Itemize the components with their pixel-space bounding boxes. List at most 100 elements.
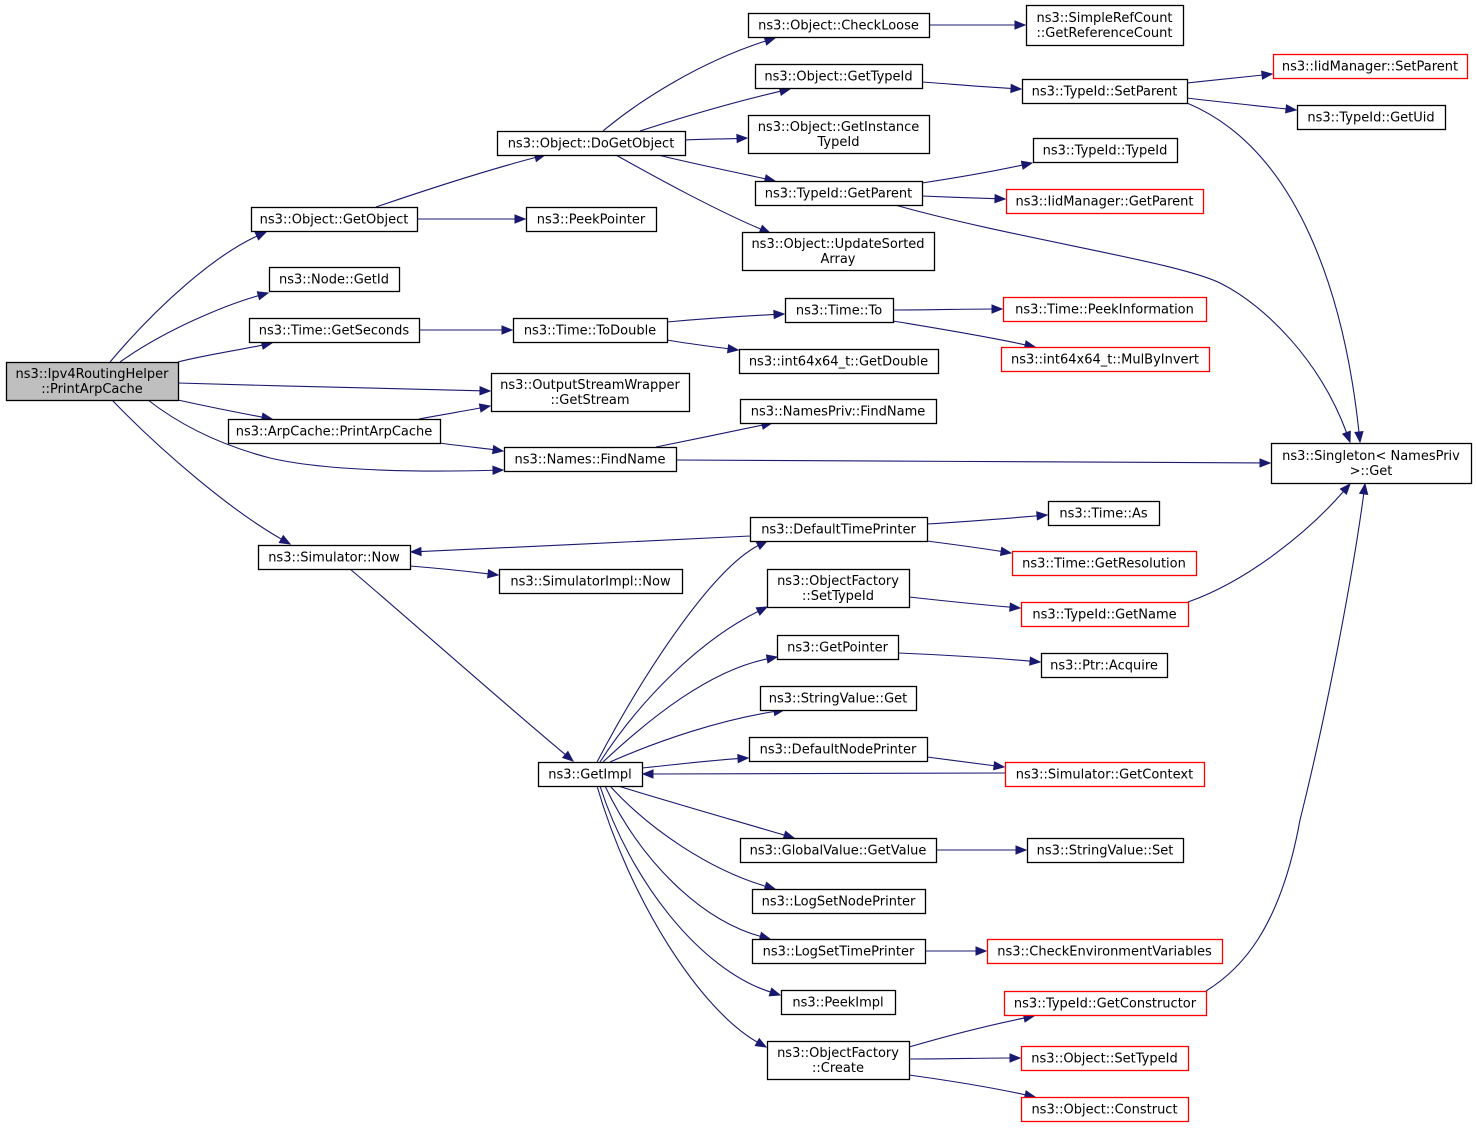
node-simplerefcount[interactable]: ns3::SimpleRefCount::GetReferenceCount — [1025, 4, 1185, 47]
node-peekimpl[interactable]: ns3::PeekImpl — [780, 989, 897, 1016]
edge-line — [897, 652, 1032, 662]
edge-line — [675, 459, 1262, 464]
node-label: ns3::Singleton< NamesPriv — [1282, 449, 1460, 464]
node-box — [1272, 53, 1469, 80]
node-iidgetparent[interactable]: ns3::IidManager::GetParent — [1005, 188, 1205, 215]
node-mulbyinvert[interactable]: ns3::int64x64_t::MulByInvert — [1000, 346, 1211, 373]
node-getobject[interactable]: ns3::Object::GetObject — [250, 206, 419, 233]
node-namesfindname[interactable]: ns3::Names::FindName — [503, 446, 678, 473]
edge-line — [418, 407, 482, 420]
edge-simnow-to-simimplnow — [409, 565, 500, 579]
node-root[interactable]: ns3::Ipv4RoutingHelper::PrintArpCache — [5, 361, 180, 402]
node-box — [1020, 601, 1190, 628]
node-label: ns3::TypeId::SetParent — [1032, 85, 1178, 100]
edge-typeidgetparent-to-typeidtypeid — [921, 160, 1034, 184]
node-getresolution[interactable]: ns3::Time::GetResolution — [1011, 550, 1198, 577]
edge-line — [921, 81, 1013, 90]
node-timeto[interactable]: ns3::Time::To — [784, 297, 895, 324]
node-typeidgetuid[interactable]: ns3::TypeId::GetUid — [1296, 104, 1447, 131]
node-box — [776, 634, 900, 661]
node-label: ns3::StringValue::Get — [769, 692, 907, 707]
node-box — [248, 317, 421, 344]
node-globalgetvalue[interactable]: ns3::GlobalValue::GetValue — [739, 837, 938, 864]
node-label: ns3::Node::GetId — [279, 273, 389, 288]
node-label: ns3::GetImpl — [548, 768, 632, 783]
node-defaulttimeprinter[interactable]: ns3::DefaultTimePrinter — [749, 516, 929, 543]
node-defaultnodeprinter[interactable]: ns3::DefaultNodePrinter — [748, 736, 929, 763]
edge-getobject-to-peekpointer — [416, 214, 527, 224]
node-typeidsetparent[interactable]: ns3::TypeId::SetParent — [1021, 78, 1189, 105]
node-label: ns3::Object::DoGetObject — [508, 137, 675, 152]
node-typeidtypeid[interactable]: ns3::TypeId::TypeId — [1032, 137, 1179, 164]
node-dogetobject[interactable]: ns3::Object::DoGetObject — [496, 130, 687, 157]
node-box — [1021, 78, 1189, 105]
node-iidsetparent[interactable]: ns3::IidManager::SetParent — [1272, 53, 1469, 80]
edge-getimpl-to-ofsettypeid — [599, 606, 769, 763]
node-ptracquire[interactable]: ns3::Ptr::Acquire — [1040, 652, 1169, 679]
node-objconstruct[interactable]: ns3::Object::Construct — [1020, 1096, 1190, 1123]
node-objsettypeid[interactable]: ns3::Object::SetTypeId — [1020, 1045, 1190, 1072]
node-box — [1005, 188, 1205, 215]
node-label: ns3::TypeId::TypeId — [1043, 144, 1168, 159]
arrowhead-icon — [737, 753, 750, 764]
node-checkloose[interactable]: ns3::Object::CheckLoose — [747, 12, 931, 39]
node-label: ns3::TypeId::GetName — [1032, 608, 1176, 623]
node-simnow[interactable]: ns3::Simulator::Now — [257, 544, 412, 571]
node-stringvalueset[interactable]: ns3::StringValue::Set — [1026, 837, 1185, 864]
node-box — [537, 761, 644, 788]
edge-simnow-to-getimpl — [349, 568, 575, 762]
edge-root-to-timegetseconds — [177, 340, 274, 363]
node-getconstructor[interactable]: ns3::TypeId::GetConstructor — [1003, 990, 1208, 1017]
node-getpointer[interactable]: ns3::GetPointer — [776, 634, 900, 661]
arrowhead-icon — [1285, 104, 1298, 114]
node-simimplnow[interactable]: ns3::SimulatorImpl::Now — [498, 568, 684, 595]
edge-ofsettypeid-to-typeidgetname — [908, 596, 1022, 612]
node-box — [250, 206, 419, 233]
edge-line — [147, 399, 495, 472]
arrowhead-icon — [1261, 70, 1274, 80]
node-objgettypeid[interactable]: ns3::Object::GetTypeId — [754, 63, 924, 90]
node-checkenv[interactable]: ns3::CheckEnvironmentVariables — [986, 938, 1224, 965]
node-getstream[interactable]: ns3::OutputStreamWrapper::GetStream — [490, 372, 691, 413]
node-arpcacheprint[interactable]: ns3::ArpCache::PrintArpCache — [227, 418, 442, 445]
node-box — [766, 1040, 911, 1081]
node-ofcreate[interactable]: ns3::ObjectFactory::Create — [766, 1040, 911, 1081]
node-box — [1270, 442, 1473, 485]
node-timegetseconds[interactable]: ns3::Time::GetSeconds — [248, 317, 421, 344]
node-nodegetid[interactable]: ns3::Node::GetId — [268, 266, 401, 293]
node-timetodouble[interactable]: ns3::Time::ToDouble — [512, 317, 669, 344]
edge-line — [177, 344, 264, 363]
edges-layer — [109, 20, 1369, 1100]
node-label: ns3::OutputStreamWrapper — [500, 378, 680, 393]
arrowhead-icon — [765, 654, 779, 664]
node-stringvalueget[interactable]: ns3::StringValue::Get — [759, 685, 918, 712]
node-label: ns3::SimpleRefCount — [1036, 11, 1172, 26]
node-simgetcontext[interactable]: ns3::Simulator::GetContext — [1004, 761, 1206, 788]
node-singletonget[interactable]: ns3::Singleton< NamesPriv >::Get — [1270, 442, 1473, 485]
node-label: ns3::Simulator::GetContext — [1016, 768, 1193, 783]
node-peekinformation[interactable]: ns3::Time::PeekInformation — [1002, 296, 1208, 323]
edge-line — [617, 785, 786, 836]
node-getimpl[interactable]: ns3::GetImpl — [537, 761, 644, 788]
node-timeas[interactable]: ns3::Time::As — [1047, 500, 1161, 527]
arrowhead-icon — [1339, 482, 1351, 496]
edge-line — [921, 195, 997, 200]
node-logsettimeprinter[interactable]: ns3::LogSetTimePrinter — [751, 938, 927, 965]
node-namesprivfind[interactable]: ns3::NamesPriv::FindName — [739, 398, 938, 425]
edge-simgetcontext-to-getimpl — [641, 769, 1006, 779]
node-ofsettypeid[interactable]: ns3::ObjectFactory::SetTypeId — [766, 568, 911, 609]
edge-defaultnodeprinter-to-simgetcontext — [926, 756, 1006, 771]
node-peekpointer[interactable]: ns3::PeekPointer — [525, 206, 658, 233]
node-label: ns3::CheckEnvironmentVariables — [997, 945, 1212, 960]
node-int64getdouble[interactable]: ns3::int64x64_t::GetDouble — [738, 348, 940, 375]
edge-dogetobject-to-updatesorted — [615, 154, 772, 234]
node-typeidgetparent[interactable]: ns3::TypeId::GetParent — [754, 180, 924, 207]
arrowhead-icon — [975, 946, 988, 956]
node-typeidgetname[interactable]: ns3::TypeId::GetName — [1020, 601, 1190, 628]
node-label: ns3::GlobalValue::GetValue — [750, 844, 927, 859]
node-logsetnodeprinter[interactable]: ns3::LogSetNodePrinter — [751, 888, 927, 915]
node-label: TypeId — [817, 135, 860, 150]
